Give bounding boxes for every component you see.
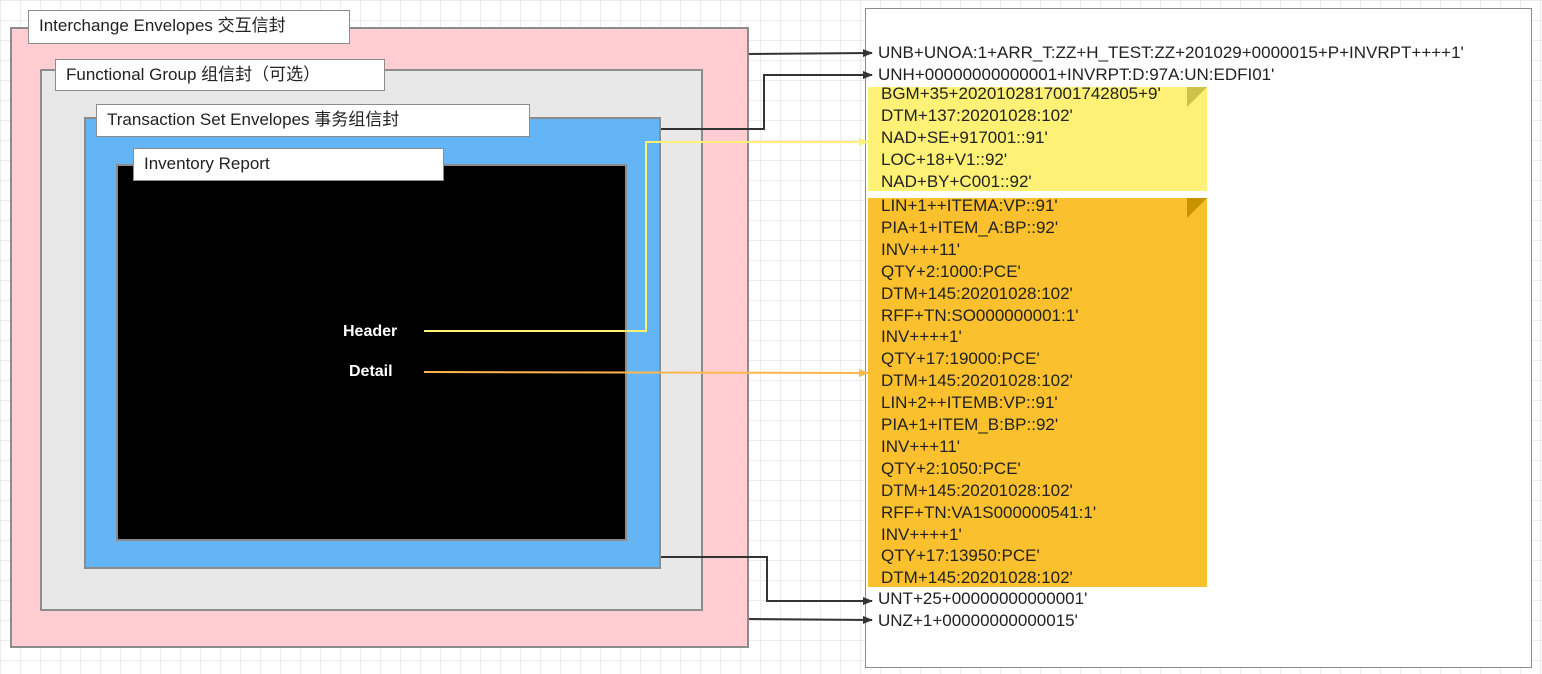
- unt-arrow: [661, 556, 873, 605]
- header-segment-line: LOC+18+V1::92': [881, 150, 1008, 169]
- detail-segments-note: [868, 198, 1207, 587]
- inventory-report-box: [116, 164, 627, 541]
- detail-segment-line: PIA+1+ITEM_B:BP::92': [881, 415, 1059, 434]
- interchange-envelope-label: Interchange Envelopes 交互信封: [28, 10, 350, 44]
- functional-group-label: Functional Group 组信封（可选）: [55, 59, 385, 91]
- detail-segment-line: QTY+2:1000:PCE': [881, 261, 1021, 281]
- header-segment-line: NAD+BY+C001::92': [881, 172, 1032, 191]
- unb-segment: UNB+UNOA:1+ARR_T:ZZ+H_TEST:ZZ+201029+000…: [878, 43, 1464, 62]
- note-fold-corner: [1187, 87, 1207, 107]
- detail-segment-line: DTM+145:20201028:102': [881, 371, 1073, 391]
- unb-arrow: [748, 49, 873, 58]
- detail-segment-line: DTM+145:20201028:102': [881, 568, 1073, 588]
- detail-segment-line: RFF+TN:SO000000001:1': [881, 305, 1079, 325]
- detail-segment-line: QTY+17:13950:PCE': [881, 546, 1040, 566]
- detail-arrow: [423, 368, 869, 377]
- unt-segment: UNT+25+00000000000001': [878, 589, 1088, 608]
- unh-arrow: [661, 71, 873, 130]
- inventory-report-label: Inventory Report: [133, 148, 444, 181]
- detail-segment-line: QTY+17:19000:PCE': [881, 349, 1040, 369]
- header-segments-note: [868, 87, 1207, 191]
- detail-segment-line: INV++++1': [881, 327, 962, 347]
- detail-segment-line: QTY+2:1050:PCE': [881, 458, 1021, 478]
- detail-segment-line: LIN+2++ITEMB:VP::91': [881, 393, 1058, 413]
- detail-segment-line: DTM+145:20201028:102': [881, 283, 1073, 303]
- transaction-set-label: Transaction Set Envelopes 事务组信封: [96, 104, 530, 137]
- header-segment-line: NAD+SE+917001::91': [881, 128, 1048, 147]
- detail-label: Detail: [349, 363, 393, 380]
- detail-segment-line: INV+++11': [881, 239, 961, 259]
- detail-segment-line: LIN+1++ITEMA:VP::91': [881, 196, 1058, 215]
- detail-segment-line: RFF+TN:VA1S000000541:1': [881, 502, 1097, 522]
- header-label: Header: [343, 323, 398, 340]
- header-arrow: [424, 138, 869, 332]
- header-segment-line: DTM+137:20201028:102': [881, 106, 1073, 125]
- note-fold-corner: [1187, 198, 1207, 218]
- unh-segment: UNH+00000000000001+INVRPT:D:97A:UN:EDFI0…: [878, 65, 1275, 84]
- unz-segment: UNZ+1+00000000000015': [878, 611, 1078, 630]
- unz-arrow: [748, 615, 873, 624]
- header-segment-line: BGM+35+2020102817001742805+9': [881, 84, 1161, 103]
- detail-segment-line: INV++++1': [881, 524, 962, 544]
- detail-segment-line: INV+++11': [881, 436, 961, 456]
- detail-segment-line: PIA+1+ITEM_A:BP::92': [881, 217, 1059, 237]
- detail-segment-line: DTM+145:20201028:102': [881, 480, 1073, 500]
